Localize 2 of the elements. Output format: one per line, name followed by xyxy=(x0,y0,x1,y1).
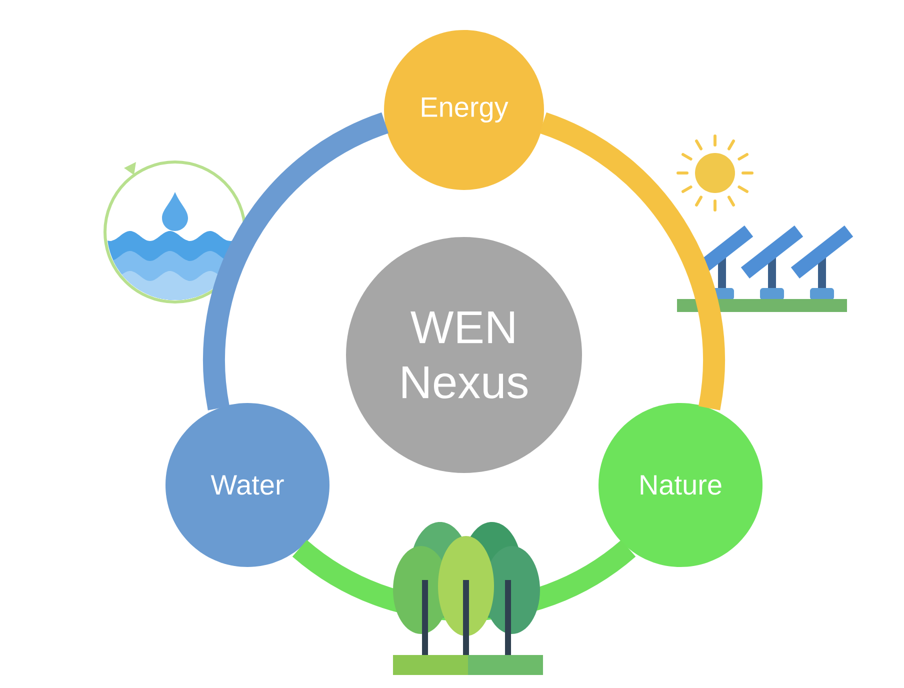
ring-arc xyxy=(538,112,725,410)
ring-arc xyxy=(203,112,390,410)
